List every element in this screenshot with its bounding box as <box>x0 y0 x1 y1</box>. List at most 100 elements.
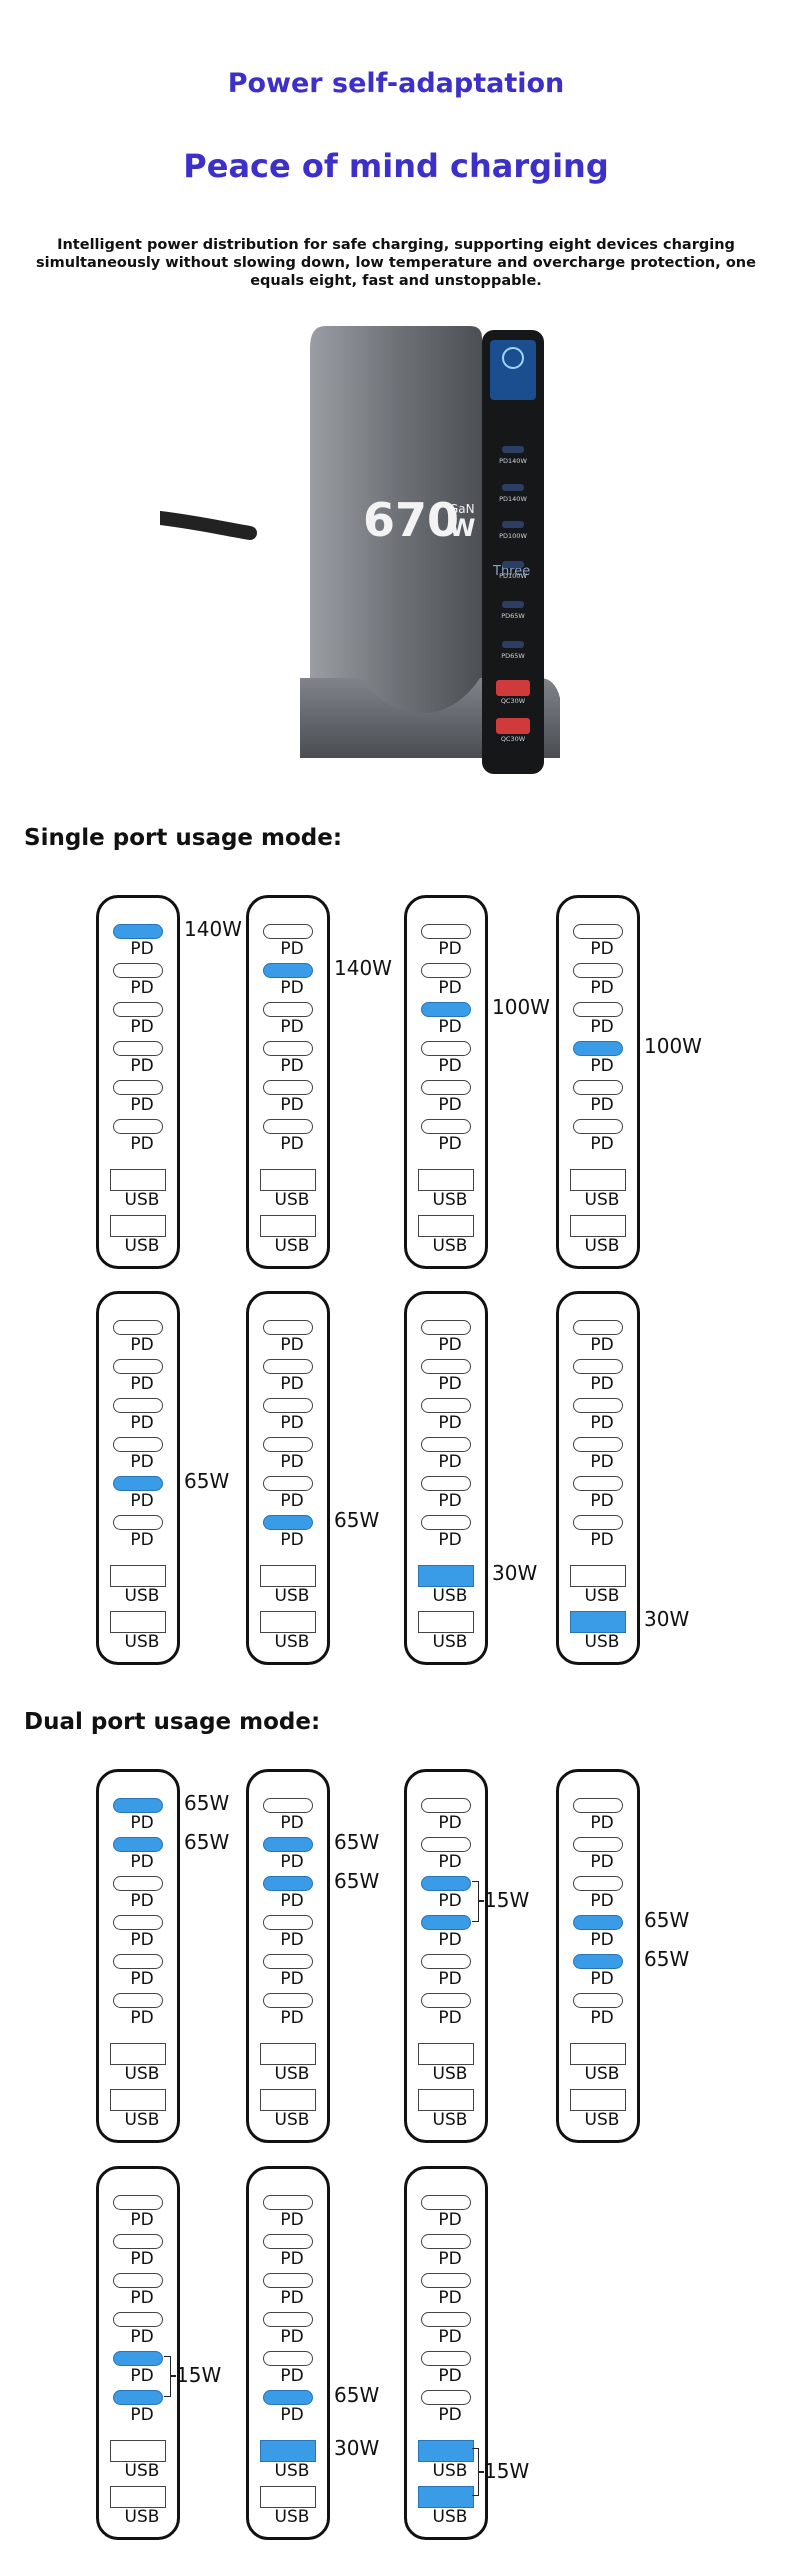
pd-port <box>263 1915 313 1930</box>
pd-port <box>421 924 471 939</box>
pd-port-label: PD <box>438 1491 462 1511</box>
pd-port-label: PD <box>590 939 614 959</box>
pd-port <box>421 1954 471 1969</box>
pd-port-label: PD <box>280 939 304 959</box>
pd-port-label: PD <box>130 1930 154 1950</box>
pd-port-label: PD <box>438 2327 462 2347</box>
pd-port <box>421 1398 471 1413</box>
usb-port-label: USB <box>432 2110 468 2130</box>
pd-port-label: PD <box>280 1056 304 1076</box>
pd-port <box>573 1993 623 2008</box>
charger-port-label: PD65W <box>501 612 525 620</box>
pd-port-label: PD <box>438 1335 462 1355</box>
usb-port-label: USB <box>124 2110 160 2130</box>
pd-port-label: PD <box>590 1017 614 1037</box>
pd-port <box>421 2273 471 2288</box>
dual-mode-heading: Dual port usage mode: <box>24 1709 321 1735</box>
pd-port-active <box>263 1837 313 1852</box>
charger-cable <box>160 511 257 540</box>
pd-port-label: PD <box>130 1413 154 1433</box>
pd-port-label: PD <box>438 2405 462 2425</box>
pd-port-label: PD <box>280 2327 304 2347</box>
pd-port-label: PD <box>130 1056 154 1076</box>
pd-port-label: PD <box>280 1969 304 1989</box>
pd-port <box>263 1002 313 1017</box>
wattage-label: 65W <box>644 1907 690 1932</box>
pd-port-active <box>263 963 313 978</box>
pd-port-label: PD <box>130 1095 154 1115</box>
pd-port-label: PD <box>130 1491 154 1511</box>
pd-port <box>421 2195 471 2210</box>
pd-port <box>573 924 623 939</box>
usb-port-label: USB <box>432 2064 468 2084</box>
pd-port <box>573 1837 623 1852</box>
pd-port-active <box>421 1915 471 1930</box>
pd-port <box>113 1398 163 1413</box>
pd-port-label: PD <box>590 1413 614 1433</box>
usb-port-label: USB <box>584 1632 620 1652</box>
pd-port <box>573 1119 623 1134</box>
pd-port-label: PD <box>280 2210 304 2230</box>
pd-port <box>113 2195 163 2210</box>
pd-port <box>421 1041 471 1056</box>
pd-port <box>421 1993 471 2008</box>
pd-port-label: PD <box>130 1969 154 1989</box>
usb-port-label: USB <box>432 2507 468 2527</box>
pd-port-label: PD <box>438 1413 462 1433</box>
charger-port-label: PD140W <box>499 495 527 503</box>
wattage-label: 15W <box>484 2459 530 2483</box>
usb-port-label: USB <box>124 1190 160 1210</box>
pd-port <box>263 1359 313 1374</box>
pd-port-label: PD <box>438 1969 462 1989</box>
usb-port <box>418 2089 474 2111</box>
pd-port-label: PD <box>130 1852 154 1872</box>
pd-port-label: PD <box>590 1452 614 1472</box>
usb-port <box>110 1565 166 1587</box>
pd-port-label: PD <box>438 1095 462 1115</box>
pd-port-label: PD <box>130 1134 154 1154</box>
pd-port <box>573 1080 623 1095</box>
usb-port <box>570 2089 626 2111</box>
hero-description: Intelligent power distribution for safe … <box>36 237 756 289</box>
pd-port <box>421 1476 471 1491</box>
usb-port <box>570 2043 626 2065</box>
pd-port <box>573 1515 623 1530</box>
pd-port-label: PD <box>590 1813 614 1833</box>
pd-port-label: PD <box>130 1017 154 1037</box>
usb-port-label: USB <box>124 2064 160 2084</box>
pd-port-label: PD <box>280 2008 304 2028</box>
pd-port-label: PD <box>280 2366 304 2386</box>
charger-usb-c-port <box>502 601 524 608</box>
pd-port-label: PD <box>280 2405 304 2425</box>
pd-port <box>421 1437 471 1452</box>
pd-port-label: PD <box>130 2210 154 2230</box>
pd-port-label: PD <box>438 2288 462 2308</box>
hero-subtitle: Peace of mind charging <box>183 147 609 185</box>
charger-gan-label: GaN <box>449 502 475 516</box>
hero-banner: Power self-adaptation Peace of mind char… <box>0 0 792 300</box>
charger-front-panel <box>482 330 544 774</box>
wattage-label: 65W <box>334 1507 380 1532</box>
usb-port-label: USB <box>584 1236 620 1256</box>
pd-port-label: PD <box>438 939 462 959</box>
wattage-label: 65W <box>184 1790 230 1815</box>
pd-port <box>113 1515 163 1530</box>
pd-port-label: PD <box>130 2327 154 2347</box>
usb-port-label: USB <box>432 1632 468 1652</box>
pd-port <box>113 1002 163 1017</box>
wattage-label: 65W <box>334 1829 380 1854</box>
usb-port <box>260 2486 316 2508</box>
hero-title: Power self-adaptation <box>227 68 565 99</box>
pd-port <box>573 1476 623 1491</box>
usb-port <box>418 1215 474 1237</box>
usb-port-label: USB <box>584 1586 620 1606</box>
usb-port-active <box>418 2486 474 2508</box>
usb-port-label: USB <box>274 1236 310 1256</box>
pd-port <box>263 1320 313 1335</box>
pd-port <box>573 1798 623 1813</box>
